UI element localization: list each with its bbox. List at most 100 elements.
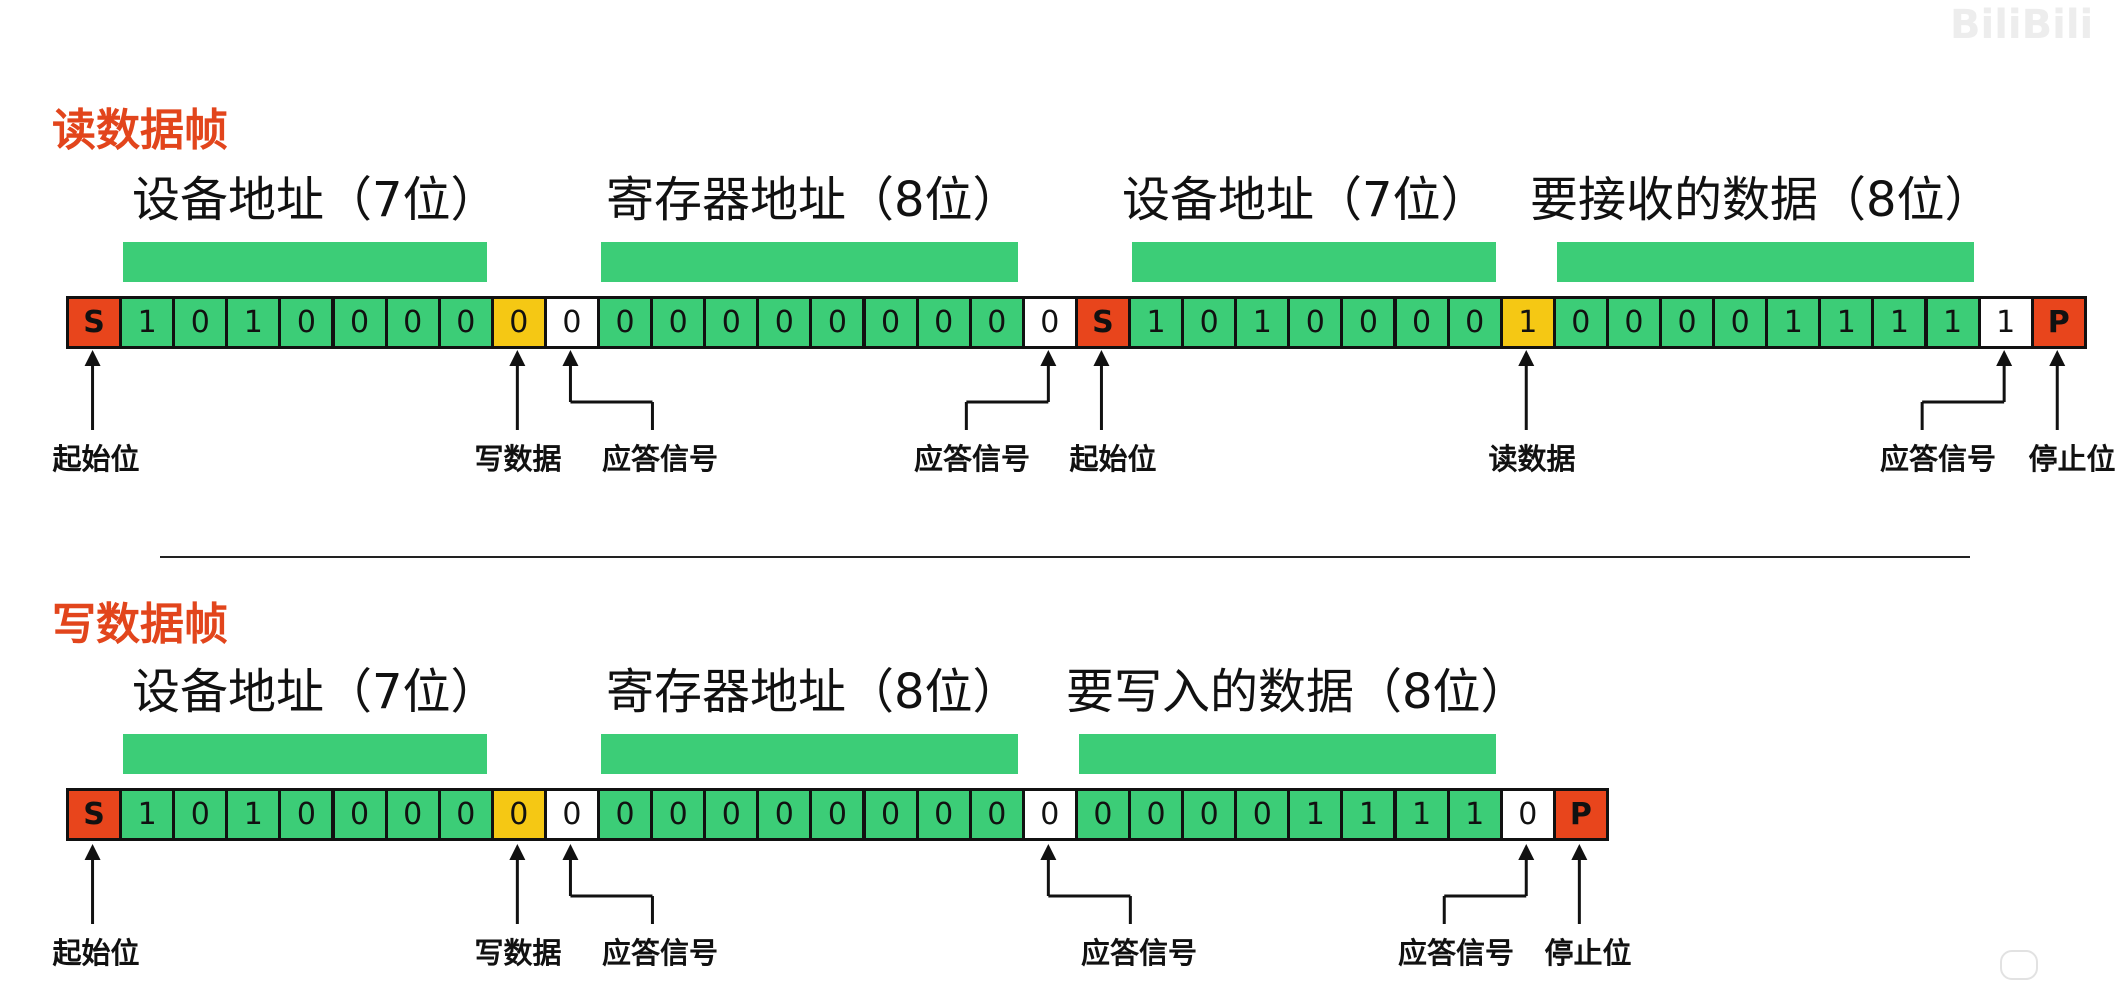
bit-cell-data: 1 (1765, 296, 1822, 349)
bit-cell-data: 0 (597, 296, 654, 349)
bit-cell-data: 1 (1871, 296, 1928, 349)
bit-cell-ack: 0 (1021, 788, 1078, 841)
bit-cell-data: 0 (968, 788, 1025, 841)
bit-cell-data: 0 (437, 788, 494, 841)
bit-cell-data: 0 (915, 296, 972, 349)
bit-cell-data: 0 (809, 296, 866, 349)
bit-cell-data: 0 (384, 296, 441, 349)
field-label: 寄存器地址（8位） (606, 664, 1021, 720)
bit-cell-data: 0 (862, 788, 919, 841)
bit-cell-data: 0 (278, 788, 335, 841)
bit-cell-ack: 1 (1977, 296, 2034, 349)
bit-cell-data: 1 (1128, 296, 1185, 349)
bit-cell-data: 1 (1287, 788, 1344, 841)
field-label: 要接收的数据（8位） (1530, 172, 1993, 228)
bit-cell-data: 0 (384, 788, 441, 841)
frame-title: 读数据帧 (52, 105, 228, 156)
bit-cell-start-stop: S (66, 296, 123, 349)
bit-cell-data: 0 (703, 788, 760, 841)
chat-bubble-icon (2000, 950, 2038, 980)
bit-cell-data: 0 (650, 788, 707, 841)
bit-cell-rw: 1 (1499, 296, 1556, 349)
bit-cell-data: 0 (1659, 296, 1716, 349)
bit-cell-start-stop: S (1074, 296, 1131, 349)
bit-annotation: 应答信号 (601, 442, 719, 476)
arrow-head (509, 844, 526, 860)
bit-annotation: 写数据 (474, 936, 562, 970)
section-divider (160, 556, 1970, 558)
arrow-head (1040, 350, 1057, 366)
field-bar (123, 242, 487, 282)
bit-cell-data: 0 (1552, 296, 1609, 349)
arrow-head (2049, 350, 2066, 366)
bit-cell-data: 0 (1393, 296, 1450, 349)
bit-cell-data: 0 (1128, 788, 1185, 841)
arrow-head (1518, 350, 1535, 366)
bit-cell-data: 0 (1181, 296, 1238, 349)
bit-cell-data: 0 (650, 296, 707, 349)
bit-cell-data: 0 (597, 788, 654, 841)
arrow-head (1996, 350, 2013, 366)
bit-cell-ack: 0 (1021, 296, 1078, 349)
arrow-head (509, 350, 526, 366)
bit-annotation: 应答信号 (1080, 936, 1198, 970)
bit-cell-data: 0 (862, 296, 919, 349)
bit-cell-ack: 0 (543, 296, 600, 349)
bit-annotation: 应答信号 (1879, 442, 1997, 476)
frame-title: 写数据帧 (52, 599, 228, 650)
arrow-head (84, 844, 101, 860)
bit-annotation: 写数据 (474, 442, 562, 476)
bit-annotation: 应答信号 (601, 936, 719, 970)
bit-annotation: 起始位 (52, 936, 140, 970)
bit-annotation: 起始位 (52, 442, 140, 476)
bit-cell-data: 1 (1393, 788, 1450, 841)
arrow-head (1571, 844, 1588, 860)
bit-annotation: 停止位 (1544, 936, 1632, 970)
bit-cell-data: 0 (1712, 296, 1769, 349)
field-label: 要写入的数据（8位） (1066, 664, 1529, 720)
bit-cell-start-stop: P (2030, 296, 2087, 349)
bit-cell-data: 0 (172, 296, 229, 349)
bit-cell-start-stop: S (66, 788, 123, 841)
bit-cell-data: 0 (1181, 788, 1238, 841)
field-label: 设备地址（7位） (1122, 172, 1489, 228)
arrow-head (1093, 350, 1110, 366)
bit-annotation: 应答信号 (1397, 936, 1515, 970)
field-bar (1078, 734, 1496, 774)
bit-cell-data: 0 (968, 296, 1025, 349)
bit-cell-start-stop: P (1552, 788, 1609, 841)
field-bar (123, 734, 487, 774)
bit-annotation: 读数据 (1488, 442, 1576, 476)
field-bar (1556, 242, 1974, 282)
bit-cell-data: 0 (915, 788, 972, 841)
arrow-head (562, 350, 579, 366)
watermark: BiliBili (1950, 2, 2094, 48)
bit-cell-data: 0 (1287, 296, 1344, 349)
bit-cell-rw: 0 (490, 296, 547, 349)
bit-cell-data: 0 (437, 296, 494, 349)
bit-cell-data: 1 (1446, 788, 1503, 841)
bit-cell-data: 0 (703, 296, 760, 349)
arrow-head (562, 844, 579, 860)
bit-cell-data: 0 (756, 788, 813, 841)
arrow-head (84, 350, 101, 366)
bit-cell-data: 1 (1234, 296, 1291, 349)
bit-cell-data: 0 (1446, 296, 1503, 349)
arrow-head (1040, 844, 1057, 860)
bit-cell-data: 1 (225, 788, 282, 841)
field-label: 设备地址（7位） (132, 172, 499, 228)
bit-cell-data: 0 (331, 296, 388, 349)
field-bar (601, 734, 1018, 774)
bit-cell-data: 1 (1924, 296, 1981, 349)
bit-cell-rw: 0 (490, 788, 547, 841)
bit-cell-data: 0 (1234, 788, 1291, 841)
bit-cell-data: 1 (1818, 296, 1875, 349)
bit-cell-data: 1 (225, 296, 282, 349)
field-label: 设备地址（7位） (132, 664, 499, 720)
bit-cell-data: 0 (809, 788, 866, 841)
bit-cell-ack: 0 (543, 788, 600, 841)
bit-cell-data: 1 (1340, 788, 1397, 841)
field-bar (601, 242, 1018, 282)
